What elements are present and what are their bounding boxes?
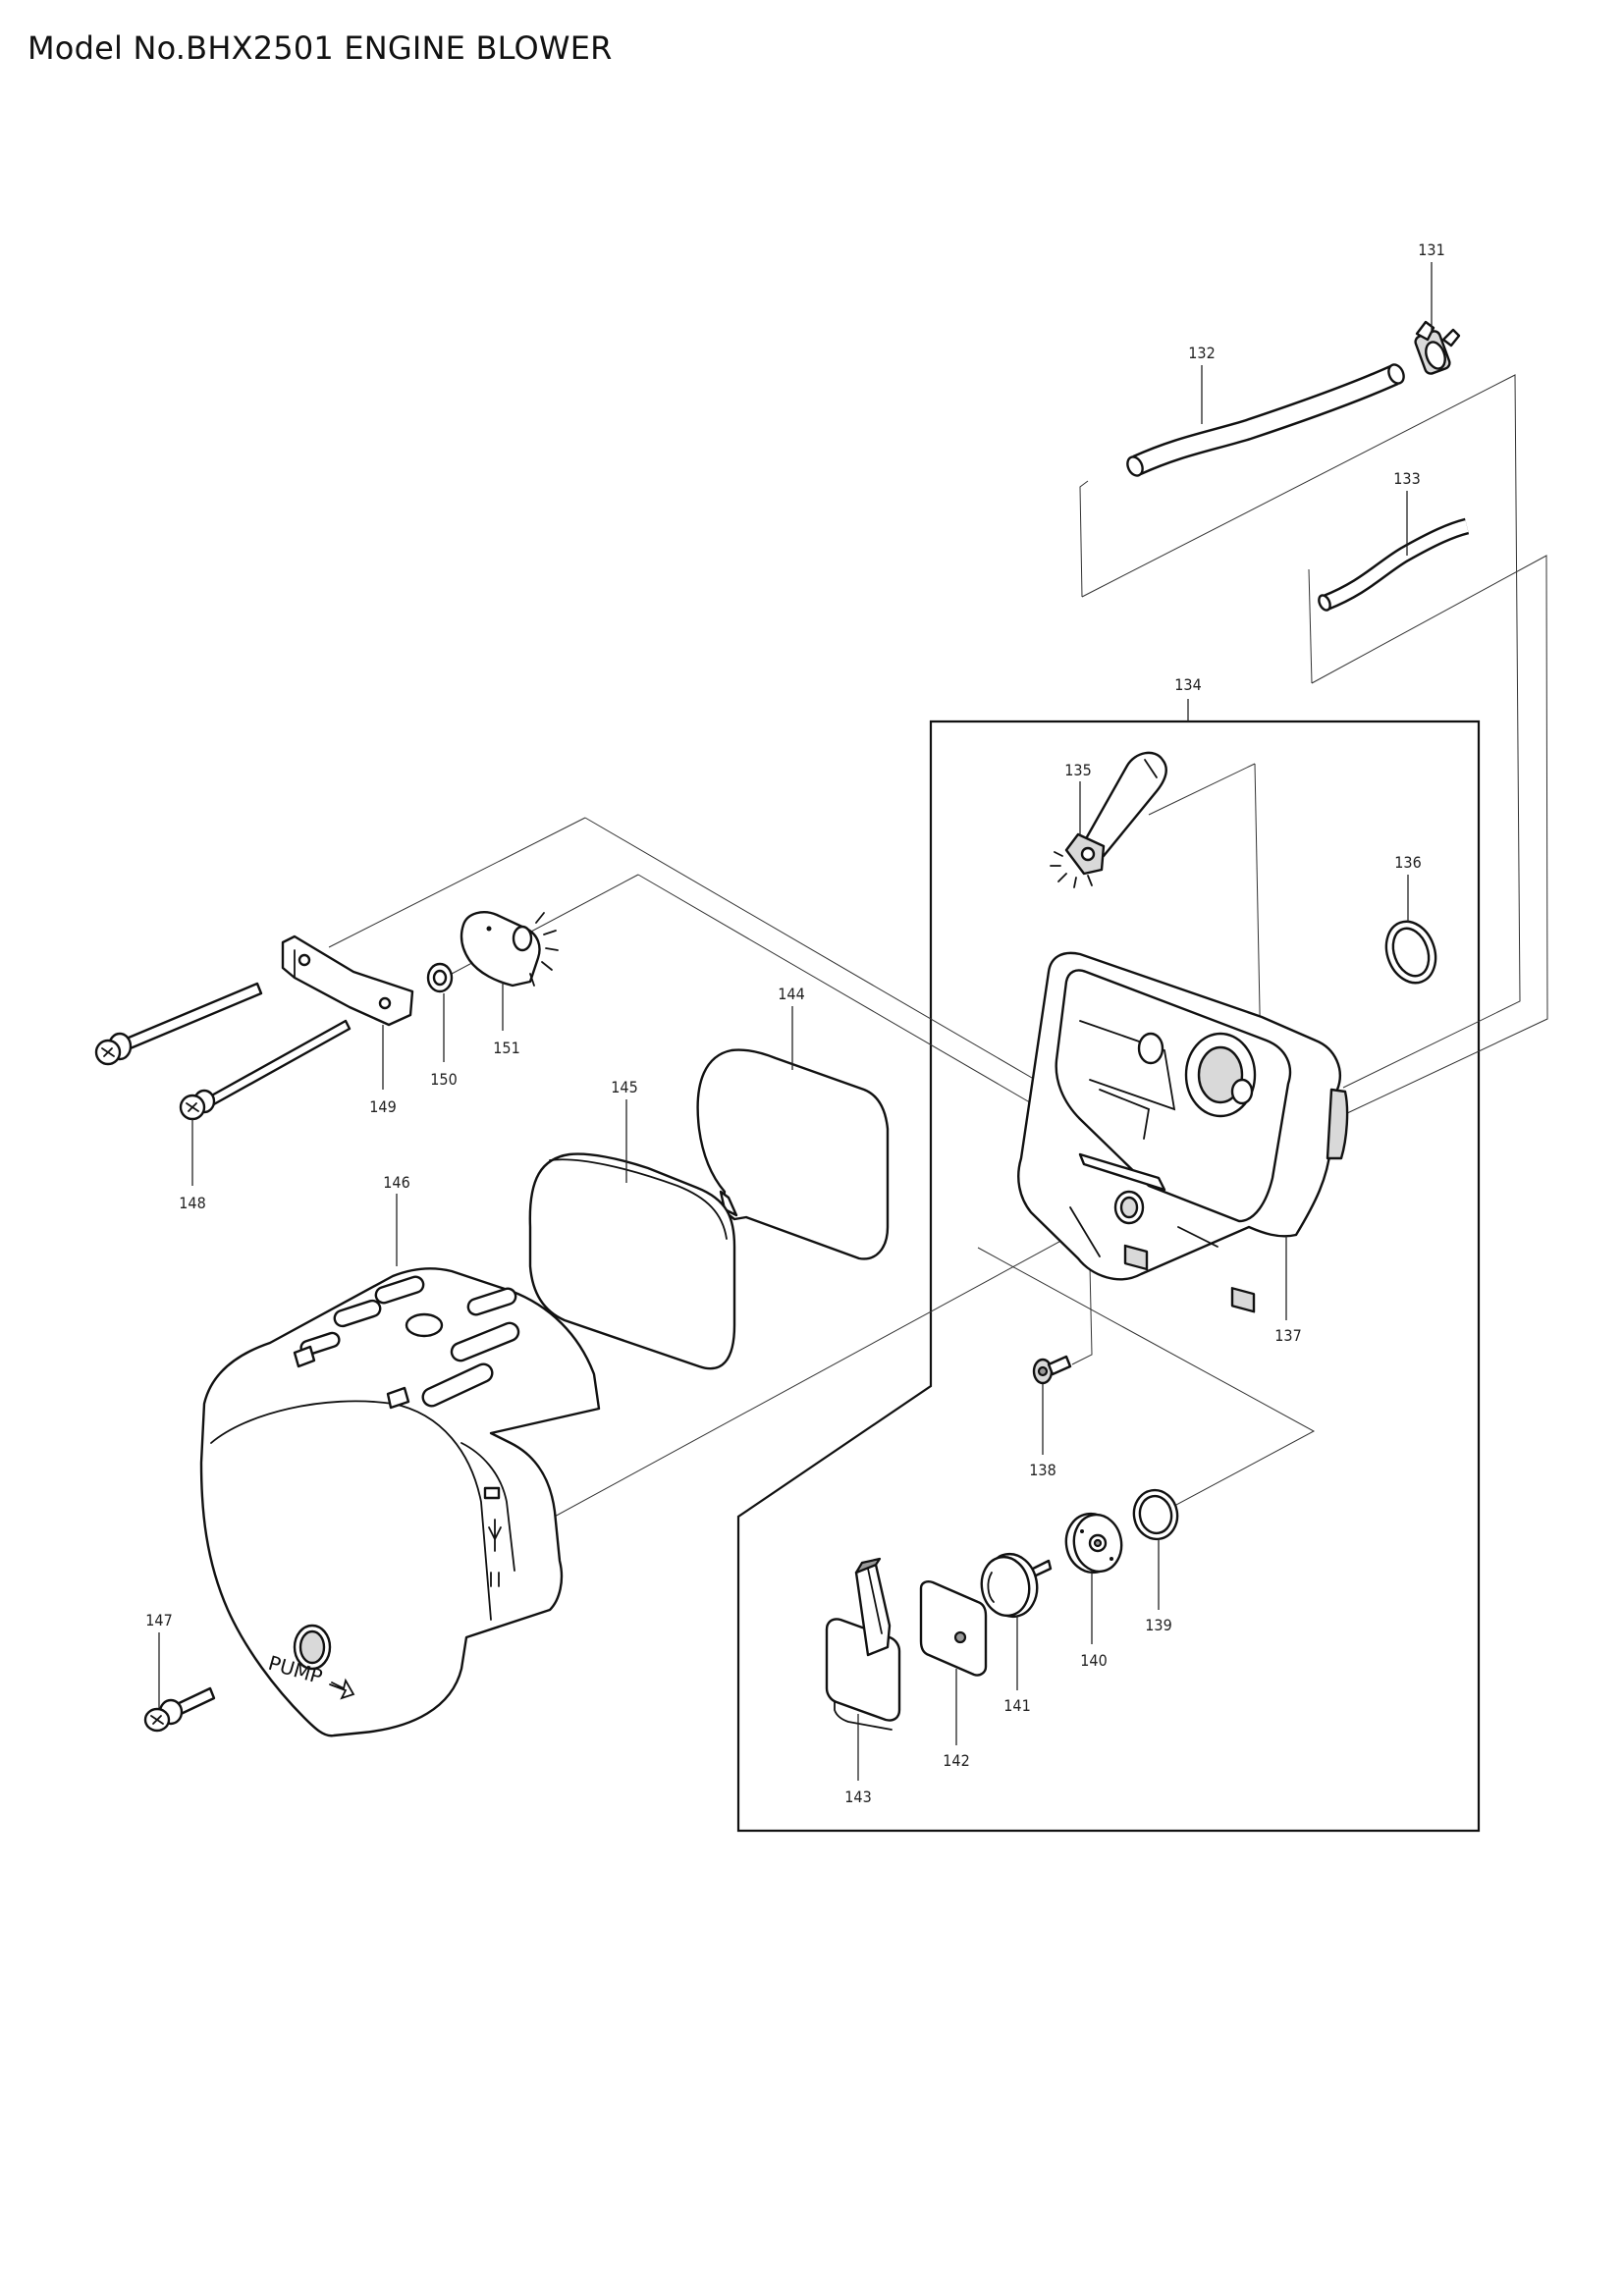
label-150: 150 bbox=[430, 1070, 457, 1089]
assembly-box-134 bbox=[736, 720, 1481, 1833]
part-151-choke-shutter bbox=[460, 911, 559, 988]
part-131-hose-clip bbox=[1414, 320, 1461, 375]
label-140: 140 bbox=[1080, 1651, 1107, 1670]
guide-lines bbox=[328, 374, 1548, 1525]
part-140-plate bbox=[1064, 1512, 1123, 1575]
label-144: 144 bbox=[778, 985, 804, 1003]
label-138: 138 bbox=[1029, 1461, 1056, 1479]
leader-lines bbox=[158, 262, 1433, 1781]
part-number-labels: 131 132 133 134 135 136 137 138 139 140 … bbox=[145, 240, 1444, 1806]
part-143-lever bbox=[825, 1557, 901, 1731]
label-137: 137 bbox=[1274, 1326, 1301, 1345]
part-132-fuel-hose bbox=[1126, 363, 1405, 477]
label-141: 141 bbox=[1003, 1696, 1030, 1715]
part-142-gasket bbox=[919, 1580, 988, 1677]
label-149: 149 bbox=[369, 1097, 396, 1116]
page-title: Model No.BHX2501 ENGINE BLOWER bbox=[27, 29, 613, 67]
label-136: 136 bbox=[1394, 853, 1421, 872]
label-147: 147 bbox=[145, 1611, 172, 1629]
part-138-small-bolt bbox=[1032, 1355, 1072, 1385]
label-132: 132 bbox=[1188, 344, 1215, 362]
cover-choke-symbols bbox=[483, 1486, 502, 1587]
label-134: 134 bbox=[1174, 675, 1201, 694]
label-148: 148 bbox=[179, 1194, 205, 1212]
part-135-choke-lever bbox=[1050, 751, 1167, 888]
part-136-o-ring bbox=[1384, 920, 1437, 985]
part-137-air-cleaner-case bbox=[1017, 951, 1349, 1313]
part-149-bracket bbox=[94, 934, 414, 1066]
label-142: 142 bbox=[943, 1751, 969, 1770]
label-146: 146 bbox=[383, 1173, 409, 1192]
part-139-o-ring bbox=[1132, 1488, 1179, 1541]
part-148-long-bolt bbox=[179, 1019, 352, 1121]
label-145: 145 bbox=[611, 1078, 637, 1096]
part-133-return-hose bbox=[1318, 517, 1470, 612]
label-151: 151 bbox=[493, 1039, 519, 1057]
label-143: 143 bbox=[844, 1788, 871, 1806]
part-141-primer-bulb bbox=[980, 1552, 1053, 1619]
part-147-screw bbox=[143, 1686, 216, 1733]
label-133: 133 bbox=[1393, 469, 1420, 488]
label-139: 139 bbox=[1145, 1616, 1171, 1634]
part-150-washer bbox=[426, 962, 454, 993]
part-145-foam-pad bbox=[528, 1152, 736, 1370]
label-135: 135 bbox=[1064, 761, 1091, 779]
label-131: 131 bbox=[1418, 240, 1444, 259]
part-146-air-cleaner-cover: PUMP bbox=[199, 1267, 601, 1737]
cover-vent-slots bbox=[293, 1275, 520, 1410]
